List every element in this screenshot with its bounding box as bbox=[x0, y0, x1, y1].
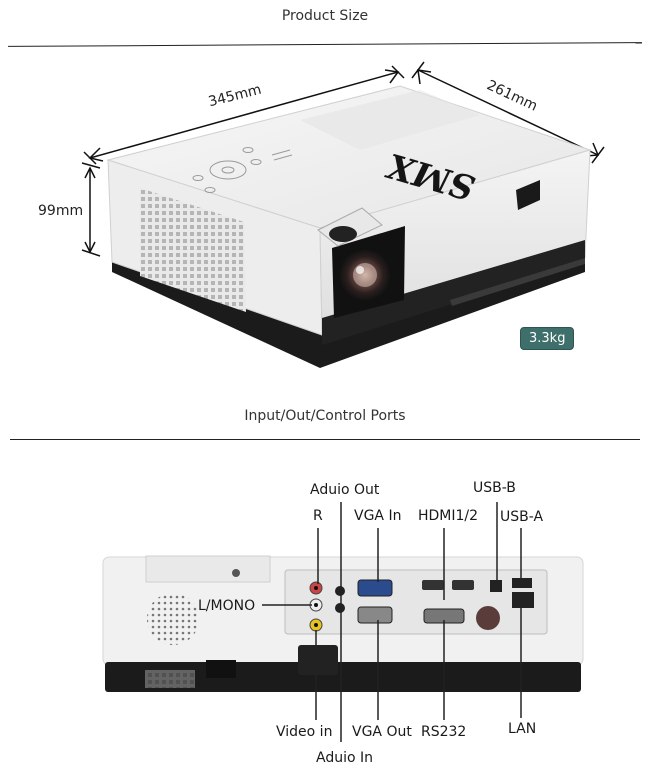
label-vga-in: VGA In bbox=[354, 508, 402, 524]
label-usb-b: USB-B bbox=[473, 480, 516, 496]
projector-body: SMX bbox=[106, 85, 592, 368]
label-r: R bbox=[313, 508, 323, 524]
ports-title: Input/Out/Control Ports bbox=[244, 408, 406, 424]
label-vga-out: VGA Out bbox=[352, 724, 412, 740]
dimension-height-label: 99mm bbox=[38, 203, 84, 219]
label-rs232: RS232 bbox=[421, 724, 467, 740]
label-lan: LAN bbox=[508, 721, 537, 737]
dimension-lines bbox=[81, 61, 605, 257]
port-leader-lines bbox=[262, 502, 522, 742]
label-audio-in: Aduio In bbox=[316, 750, 373, 766]
label-l-mono: L/MONO bbox=[198, 598, 256, 614]
label-audio-out: Aduio Out bbox=[310, 482, 380, 498]
label-video-in: Video in bbox=[276, 724, 333, 740]
ports-divider bbox=[10, 439, 640, 440]
product-size-title: Product Size bbox=[281, 8, 369, 24]
label-usb-a: USB-A bbox=[500, 509, 544, 525]
label-hdmi: HDMI1/2 bbox=[418, 508, 479, 524]
weight-badge: 3.3kg bbox=[520, 327, 575, 350]
